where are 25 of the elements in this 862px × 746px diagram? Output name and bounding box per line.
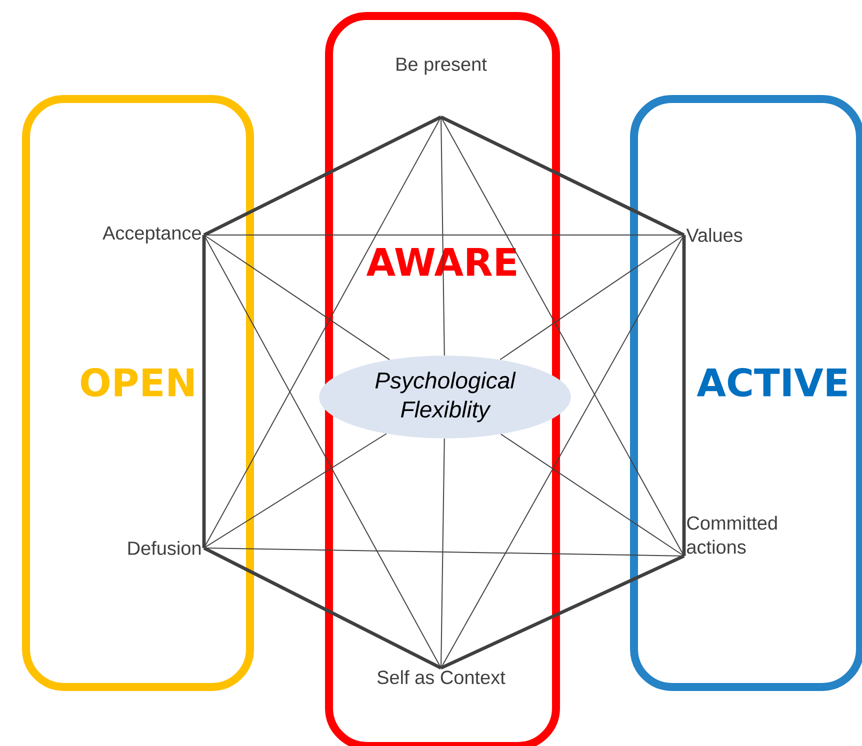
connecting-line bbox=[440, 438, 445, 668]
connecting-line bbox=[500, 234, 684, 360]
hexagon-edge bbox=[202, 234, 206, 548]
hexagon-edge bbox=[203, 546, 442, 670]
hexagon-edge bbox=[440, 554, 685, 670]
vertex-label: Committed actions bbox=[687, 516, 777, 554]
connecting-line bbox=[440, 234, 684, 668]
connecting-line bbox=[204, 433, 387, 548]
connecting-line bbox=[204, 547, 684, 556]
connecting-line bbox=[440, 116, 445, 356]
center-label: Psychological Flexiblity bbox=[319, 356, 571, 438]
vertex-label: Self as Context bbox=[377, 670, 506, 684]
connecting-line bbox=[204, 116, 442, 548]
vertex-label: Defusion bbox=[128, 541, 201, 555]
connecting-line bbox=[440, 116, 684, 556]
connecting-line bbox=[204, 234, 442, 668]
vertex-label: Acceptance bbox=[102, 226, 201, 244]
vertex-label: Values bbox=[686, 228, 742, 242]
hexagon-edge bbox=[440, 115, 685, 237]
vertex-label: Be present bbox=[396, 58, 487, 75]
hexagon-edge bbox=[203, 115, 442, 236]
connecting-line bbox=[500, 434, 684, 556]
connecting-line bbox=[204, 234, 684, 236]
connecting-line bbox=[204, 234, 390, 360]
hexagon-edge bbox=[682, 234, 686, 556]
